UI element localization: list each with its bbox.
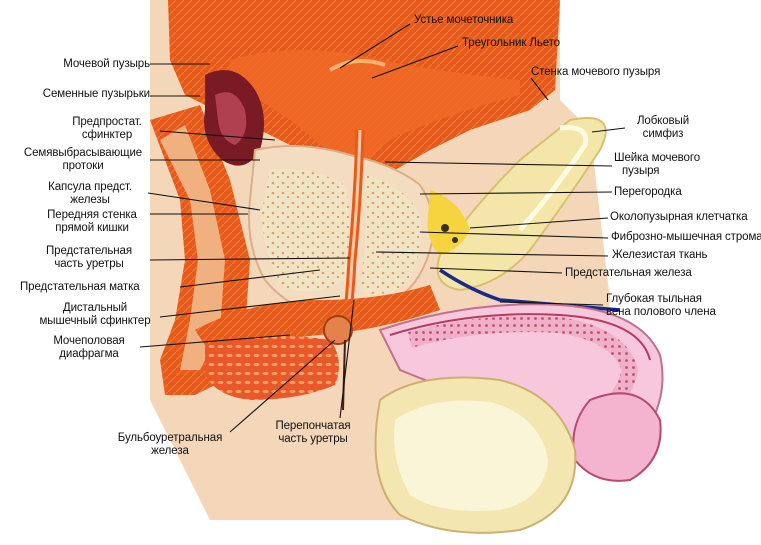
- label-prostatic-urethra-line1: Предстательная: [34, 245, 144, 258]
- label-bladder: Мочевой пузырь: [63, 58, 150, 71]
- label-deep-dorsal-vein-line2: вена полового члена: [606, 306, 716, 319]
- label-bladder-neck: Шейка мочевого пузыря: [614, 152, 700, 178]
- label-distal-sphincter: Дистальный мышечный сфинктер: [30, 302, 160, 328]
- label-fibromuscular-stroma: Фиброзно-мышечная строма: [611, 231, 761, 244]
- label-deep-dorsal-vein-line1: Глубокая тыльная: [606, 293, 716, 306]
- label-ejaculatory-ducts: Семявыбрасывающие протоки: [12, 147, 154, 173]
- label-anterior-rectal-wall-line1: Передняя стенка: [30, 209, 154, 222]
- label-pubic-symphysis-line1: Лобковый: [628, 115, 698, 128]
- label-pubic-symphysis-line2: симфиз: [628, 128, 698, 141]
- label-prostatic-utricle: Предстательная матка: [20, 281, 140, 294]
- label-seminal-vesicles: Семенные пузырьки: [43, 88, 150, 101]
- bulb-of-penis: [205, 336, 339, 400]
- label-distal-sphincter-line2: мышечный сфинктер: [30, 315, 160, 328]
- label-ejaculatory-ducts-line1: Семявыбрасывающие: [12, 147, 154, 160]
- label-anterior-rectal-wall: Передняя стенка прямой кишки: [30, 209, 154, 235]
- bulbourethral-gland: [324, 316, 352, 344]
- label-anterior-rectal-wall-line2: прямой кишки: [30, 222, 154, 235]
- label-deep-dorsal-vein: Глубокая тыльная вена полового члена: [606, 293, 716, 319]
- label-bulbourethral-gland-line2: железа: [108, 445, 232, 458]
- label-bladder-neck-line1: Шейка мочевого: [614, 152, 700, 165]
- label-trigone: Треугольник Льето: [462, 37, 560, 50]
- label-bulbourethral-gland: Бульбоуретральная железа: [108, 432, 232, 458]
- label-ejaculatory-ducts-line2: протоки: [12, 160, 154, 173]
- label-prostate-gland: Предстательная железа: [565, 267, 692, 280]
- testis: [376, 378, 576, 533]
- label-perivesical-tissue: Околопузырная клетчатка: [610, 211, 748, 224]
- label-urogenital-diaphragm-line2: диафрагма: [34, 348, 144, 361]
- label-prostate-capsule-line2: железы: [30, 194, 150, 207]
- label-distal-sphincter-line1: Дистальный: [30, 302, 160, 315]
- label-preprostatic-sphincter-line2: сфинктер: [52, 129, 162, 142]
- label-bladder-neck-line2: пузыря: [614, 165, 700, 178]
- label-urogenital-diaphragm-line1: Мочеполовая: [34, 335, 144, 348]
- label-urogenital-diaphragm: Мочеполовая диафрагма: [34, 335, 144, 361]
- label-septum: Перегородка: [614, 186, 682, 199]
- label-membranous-urethra: Перепончатая часть уретры: [268, 420, 358, 446]
- label-bulbourethral-gland-line1: Бульбоуретральная: [108, 432, 232, 445]
- label-ureter-orifice: Устье мочеточника: [414, 14, 513, 27]
- glans: [573, 393, 660, 481]
- label-pubic-symphysis: Лобковый симфиз: [628, 115, 698, 141]
- label-membranous-urethra-line2: часть уретры: [268, 433, 358, 446]
- label-membranous-urethra-line1: Перепончатая: [268, 420, 358, 433]
- label-bladder-wall: Стенка мочевого пузыря: [531, 66, 660, 79]
- label-preprostatic-sphincter-line1: Предпростат.: [52, 116, 162, 129]
- label-prostatic-urethra-line2: часть уретры: [34, 258, 144, 271]
- label-prostatic-urethra: Предстательная часть уретры: [34, 245, 144, 271]
- label-preprostatic-sphincter: Предпростат. сфинктер: [52, 116, 162, 142]
- label-prostate-capsule: Капсула предст. железы: [30, 181, 150, 207]
- label-prostate-capsule-line1: Капсула предст.: [30, 181, 150, 194]
- label-glandular-tissue: Железистая ткань: [612, 249, 707, 262]
